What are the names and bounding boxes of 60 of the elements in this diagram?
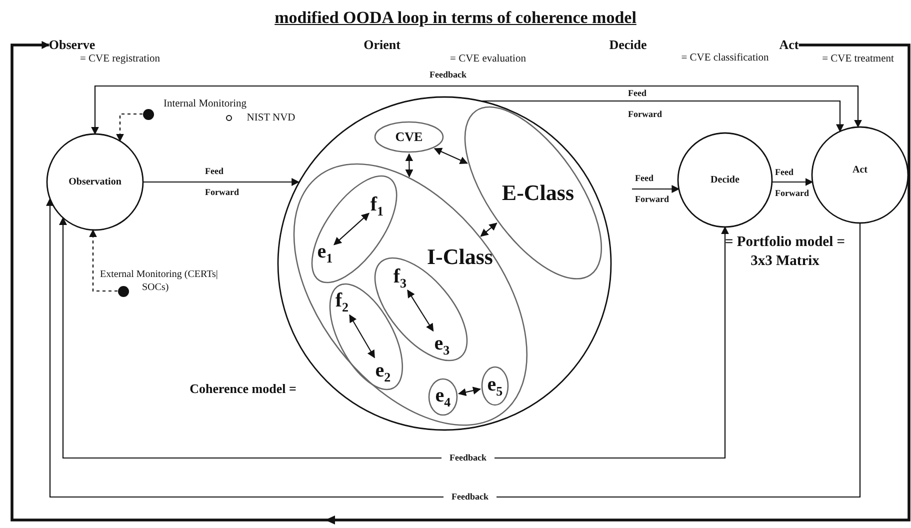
variable-label: f$_{3}$ [393, 265, 407, 291]
source-dot [118, 286, 128, 296]
side-note: = CVE treatment [822, 52, 894, 66]
side-note: NIST NVD [246, 111, 296, 125]
variable-ellipse [482, 366, 508, 405]
edge-label: Feed Forward [628, 87, 662, 121]
arrow [143, 178, 300, 186]
side-note: Internal Monitoring [163, 97, 247, 111]
edge-label: Feedback [442, 452, 494, 464]
arrow [89, 229, 118, 292]
arrow [349, 314, 375, 358]
edge-label: Feed Forward [775, 166, 809, 200]
node-label: Act [852, 164, 868, 176]
arrow [434, 148, 468, 164]
edge-label: Feed Forward [205, 165, 239, 199]
phase-heading: Act [779, 38, 799, 52]
edge-label: Feedback [444, 492, 496, 502]
variable-label: f$_{1}$ [370, 193, 384, 219]
side-note: External Monitoring (CERTs| SOCs) [100, 269, 219, 294]
node-label: CVE [395, 130, 423, 144]
node-label: e$_{4}$ [435, 384, 451, 410]
arrow [46, 198, 861, 498]
arrow [59, 217, 729, 459]
text-label: = CVE classification [681, 52, 769, 64]
text-label: Coherence model = [190, 381, 296, 397]
text-label: Decide [609, 37, 647, 53]
arrow [480, 100, 844, 132]
variable-label: e$_{1}$ [317, 240, 333, 266]
arrow [116, 113, 142, 142]
diagram-title: modified OODA loop in terms of coherence model [274, 8, 636, 28]
node-label: E-Class [502, 180, 574, 206]
arrow [458, 386, 481, 396]
arrow [334, 212, 370, 246]
arrow [772, 178, 814, 186]
text-label: = Portfolio model = 3x3 Matrix [724, 233, 846, 271]
edge-label: Feed Forward [635, 172, 669, 206]
node-label: Decide [710, 174, 740, 186]
edge-label: Feedback [430, 70, 466, 80]
text-label: Orient [364, 37, 400, 53]
phase-circle [678, 133, 772, 227]
node-label: Observation [68, 176, 122, 188]
class-ellipse [375, 122, 443, 152]
variable-ellipse [428, 378, 457, 415]
arrow [632, 185, 680, 193]
arrow [405, 153, 414, 178]
arrow [407, 290, 434, 332]
node-label: e$_{5}$ [487, 373, 503, 399]
variable-label: e$_{2}$ [375, 359, 391, 385]
node-label: I-Class [426, 244, 493, 270]
pair-ellipse [330, 284, 402, 390]
arrow [480, 222, 498, 237]
variable-label: f$_{2}$ [335, 289, 349, 315]
arrow [91, 85, 862, 135]
phase-heading: Observe [48, 38, 96, 52]
text-label: = CVE evaluation [450, 54, 526, 64]
source-dot [142, 108, 154, 120]
phase-circle [47, 134, 143, 230]
side-note: = CVE registration [80, 52, 160, 66]
variable-label: e$_{3}$ [434, 332, 450, 358]
phase-circle [812, 127, 908, 223]
